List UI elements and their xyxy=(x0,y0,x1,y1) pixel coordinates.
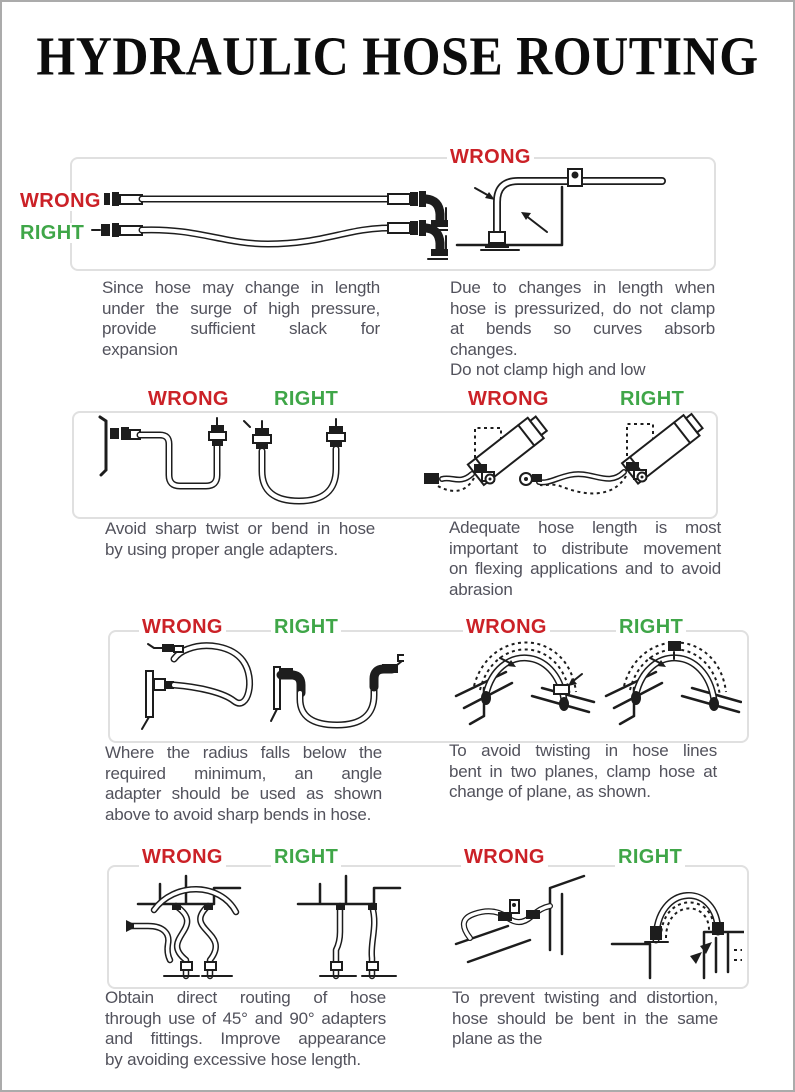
wrong-label: WRONG xyxy=(145,389,232,409)
wrong-label: WRONG xyxy=(447,147,534,167)
right-label: RIGHT xyxy=(17,223,88,243)
figure-bend-radius-loop-vs-adapters xyxy=(141,642,404,730)
caption-line: change of plane, as shown. xyxy=(449,782,651,801)
caption-line: by avoiding excessive hose length. xyxy=(105,1049,361,1069)
figure-slack-wrong-right xyxy=(91,191,448,260)
caption-slack-for-expansion: Since hose may change in length under th… xyxy=(102,278,380,360)
right-label: RIGHT xyxy=(271,389,342,409)
right-label: RIGHT xyxy=(617,389,688,409)
caption-line: abrasion xyxy=(449,579,513,599)
caption-angle-adapters: Avoid sharp twist or bend in hose by usi… xyxy=(105,519,375,560)
page-title: HYDRAULIC HOSE ROUTING xyxy=(36,25,759,87)
caption-line: bent in two planes, clamp hose at xyxy=(449,761,717,781)
wrong-label: WRONG xyxy=(465,389,552,409)
figure-sharp-bend-vs-adapter xyxy=(98,415,346,505)
right-label: RIGHT xyxy=(271,847,342,867)
right-label: RIGHT xyxy=(271,617,342,637)
caption-bend-same-plane: To prevent twisting and distortion, hose… xyxy=(452,988,718,1050)
wrong-label: WRONG xyxy=(17,191,104,211)
caption-line: expansion xyxy=(102,339,178,359)
caption-line: on flexing applications and to avoid xyxy=(449,559,721,578)
caption-line: Avoid sharp twist or bend in hose xyxy=(105,519,375,538)
caption-no-clamp-at-bends: Due to changes in length when hose is pr… xyxy=(450,278,715,381)
figure-direct-routing xyxy=(126,874,402,980)
caption-line: at bends so curves absorb changes. xyxy=(450,319,715,359)
figure-panel-row1 xyxy=(70,157,716,271)
figure-clamped-bend-wrong xyxy=(455,168,666,251)
caption-line: Do not clamp high and low xyxy=(450,360,646,379)
wrong-label: WRONG xyxy=(461,847,548,867)
figure-panel-row2 xyxy=(72,411,718,519)
wrong-label: WRONG xyxy=(463,617,550,637)
figure-hose-length-flexing xyxy=(424,412,704,495)
caption-line: by using proper angle adapters. xyxy=(105,539,338,559)
caption-line: Due to changes in length when xyxy=(450,278,715,297)
figure-two-plane-clamp xyxy=(454,641,742,726)
wrong-label: WRONG xyxy=(139,617,226,637)
caption-line: provide sufficient slack for xyxy=(102,319,380,338)
caption-line: Obtain direct routing of hose xyxy=(105,988,386,1007)
caption-adequate-length: Adequate hose length is most important t… xyxy=(449,518,721,600)
caption-line: through use of 45° and 90° adapters xyxy=(105,1008,386,1028)
caption-direct-routing: Obtain direct routing of hose through us… xyxy=(105,988,386,1070)
caption-line: hose is pressurized, do not clamp xyxy=(450,298,715,318)
wrong-label: WRONG xyxy=(139,847,226,867)
caption-line: To prevent twisting and distortion, xyxy=(452,988,718,1007)
caption-line: required minimum, an angle xyxy=(105,763,382,783)
right-label: RIGHT xyxy=(616,617,687,637)
figure-same-plane-bend xyxy=(454,874,744,980)
caption-line: Since hose may change in length xyxy=(102,278,380,297)
caption-line: and fittings. Improve appearance xyxy=(105,1029,386,1048)
right-label: RIGHT xyxy=(615,847,686,867)
caption-clamp-at-plane-change: To avoid twisting in hose lines bent in … xyxy=(449,741,717,803)
caption-line: Where the radius falls below the xyxy=(105,743,382,762)
caption-line: above to avoid sharp bends in hose. xyxy=(105,804,372,824)
caption-line: Adequate hose length is most xyxy=(449,518,721,537)
caption-min-bend-radius: Where the radius falls below the require… xyxy=(105,743,382,825)
caption-line: plane as the xyxy=(452,1029,543,1048)
caption-line: important to distribute movement xyxy=(449,538,721,558)
caption-line: hose should be bent in the same xyxy=(452,1008,718,1028)
caption-line: under the surge of high pressure, xyxy=(102,298,380,318)
caption-line: adapter should be used as shown xyxy=(105,784,382,803)
caption-line: To avoid twisting in hose lines xyxy=(449,741,717,760)
